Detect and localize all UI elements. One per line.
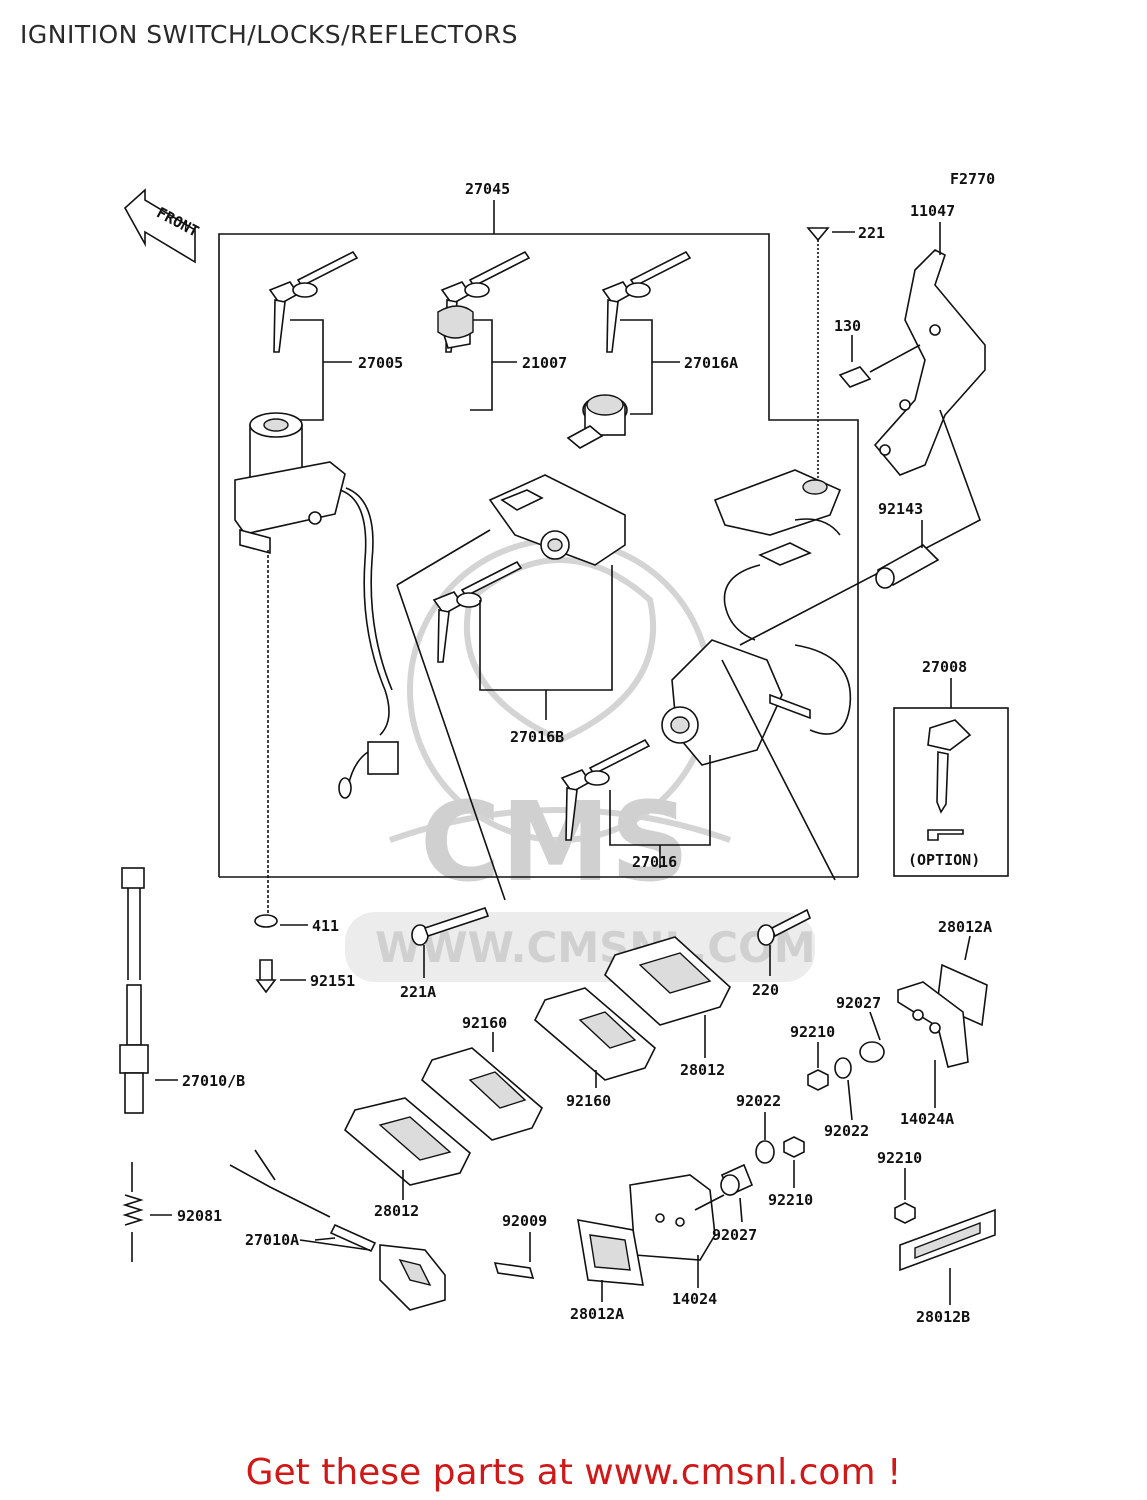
reflector-28012A-low — [577, 1219, 644, 1302]
label-14024: 14024 — [672, 1290, 717, 1308]
label-92027-top: 92027 — [836, 994, 881, 1012]
bracket-11047 — [739, 222, 986, 646]
label-92151: 92151 — [310, 972, 355, 990]
lock-mount — [713, 227, 855, 641]
label-14024A: 14024A — [900, 1110, 954, 1128]
label-27016B: 27016B — [510, 728, 564, 746]
watermark-logo-text: CMS — [420, 778, 689, 906]
option-label: (OPTION) — [908, 851, 980, 869]
nut-92210-top — [807, 1042, 829, 1091]
label-11047: 11047 — [910, 202, 955, 220]
label-27045: 27045 — [465, 180, 510, 198]
screw-220 — [757, 908, 811, 976]
front-arrow-icon: FRONT — [123, 188, 202, 264]
label-21007: 21007 — [522, 354, 567, 372]
watermark-logo: CMS WWW.CMSNL.COM — [345, 537, 816, 982]
label-27010B: 27010/B — [182, 1072, 245, 1090]
label-92009: 92009 — [502, 1212, 547, 1230]
seat-lock-27016B — [396, 474, 626, 901]
label-92081: 92081 — [177, 1207, 222, 1225]
switch-27010A — [229, 1149, 535, 1311]
key-set-27016A — [566, 250, 692, 449]
figure-code: F2770 — [950, 170, 995, 188]
label-28012-top: 28012 — [680, 1061, 725, 1079]
label-27010A: 27010A — [245, 1231, 299, 1249]
gasket-92160-right — [534, 987, 656, 1088]
label-92143: 92143 — [878, 500, 923, 518]
label-28012-low: 28012 — [374, 1202, 419, 1220]
helmet-lock-27016 — [560, 639, 852, 881]
label-92210-top: 92210 — [790, 1023, 835, 1041]
collar-92027-top — [859, 1011, 885, 1063]
gasket-92160-left — [421, 1047, 543, 1141]
label-28012A-top: 28012A — [938, 918, 992, 936]
label-221A: 221A — [400, 983, 436, 1001]
label-92160-a: 92160 — [462, 1014, 507, 1032]
label-92022-a: 92022 — [736, 1092, 781, 1110]
collar-92027-low — [694, 1163, 754, 1223]
reflector-28012-low — [344, 1097, 471, 1200]
washer-411 — [254, 914, 308, 928]
label-220: 220 — [752, 981, 779, 999]
watermark-url: WWW.CMSNL.COM — [375, 923, 816, 972]
footer-link[interactable]: Get these parts at www.cmsnl.com ! — [245, 1452, 902, 1493]
nut-92210-mid — [783, 1136, 805, 1188]
label-27016A: 27016A — [684, 354, 738, 372]
label-27005: 27005 — [358, 354, 403, 372]
collar-92143 — [875, 520, 940, 589]
washer-92022-a — [755, 1112, 775, 1164]
label-92210-low: 92210 — [877, 1149, 922, 1167]
kit-bracket-27045 — [218, 200, 859, 878]
bracket-14024A — [897, 981, 969, 1108]
label-411: 411 — [312, 917, 339, 935]
page-title: IGNITION SWITCH/LOCKS/REFLECTORS — [20, 20, 519, 49]
ignition-switch — [234, 412, 399, 915]
label-28012A-low: 28012A — [570, 1305, 624, 1323]
label-28012B: 28012B — [916, 1308, 970, 1326]
bracket-14024 — [629, 1174, 716, 1288]
washer-92022-b — [834, 1057, 853, 1121]
label-27016: 27016 — [632, 853, 677, 871]
spring-92081 — [122, 1162, 172, 1262]
label-27008: 27008 — [922, 658, 967, 676]
label-92210-mid: 92210 — [768, 1191, 813, 1209]
bolt-92151 — [255, 959, 306, 994]
reflector-28012B — [899, 1208, 996, 1305]
switch-27010B — [119, 867, 178, 1114]
option-key-box: (OPTION) — [893, 678, 1009, 877]
label-221: 221 — [858, 224, 885, 242]
label-92022-b: 92022 — [824, 1122, 869, 1140]
key-set-27005 — [268, 250, 359, 421]
label-92160-b: 92160 — [566, 1092, 611, 1110]
nut-92210-low — [894, 1168, 916, 1224]
key-set-21007 — [437, 250, 531, 411]
reflector-28012-top — [604, 936, 731, 1058]
label-92027-low: 92027 — [712, 1226, 757, 1244]
screw-221A — [411, 906, 490, 978]
label-130: 130 — [834, 317, 861, 335]
